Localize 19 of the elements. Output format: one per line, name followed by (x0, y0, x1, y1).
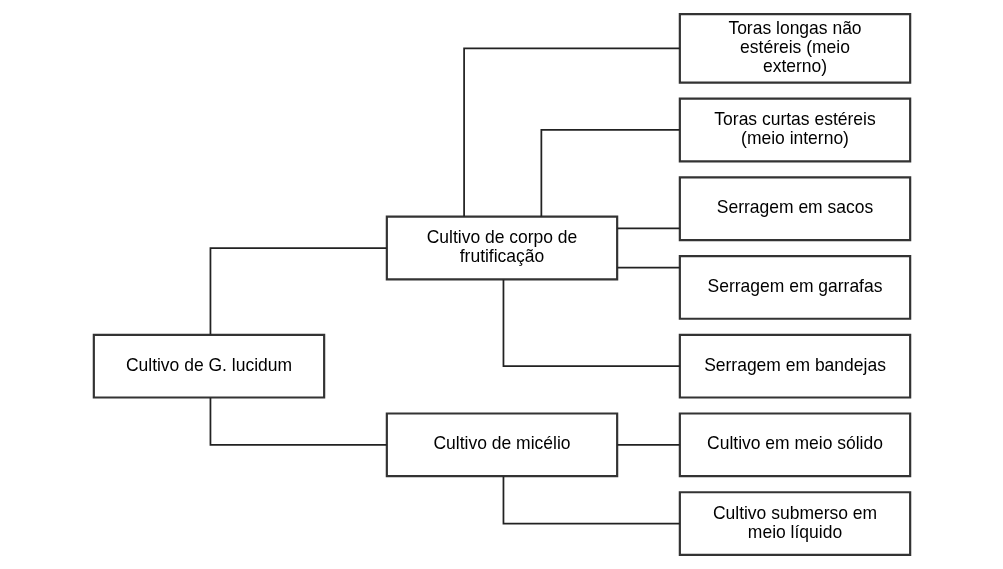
node-box: Cultivo de micélio (385, 412, 618, 478)
connector (502, 475, 681, 525)
connector (209, 396, 388, 446)
connector (502, 278, 681, 367)
connector (616, 227, 681, 230)
node-box: Cultivo de G. lucidum (92, 333, 325, 399)
connector (616, 266, 681, 269)
node-box: Toras curtas estéreis (meio interno) (678, 97, 911, 163)
node-box: Cultivo submerso em meio líquido (678, 491, 911, 556)
connector (209, 247, 388, 336)
connector (462, 47, 681, 218)
node-box: Cultivo em meio sólido (678, 412, 911, 478)
connector (616, 443, 681, 446)
connector (540, 129, 681, 218)
node-box: Serragem em garrafas (678, 254, 911, 320)
node-box: Toras longas não estéreis (meio externo) (678, 13, 911, 84)
node-box: Serragem em sacos (678, 176, 911, 242)
node-box: Cultivo de corpo de frutificação (385, 215, 618, 281)
node-box: Serragem em bandejas (678, 333, 911, 399)
